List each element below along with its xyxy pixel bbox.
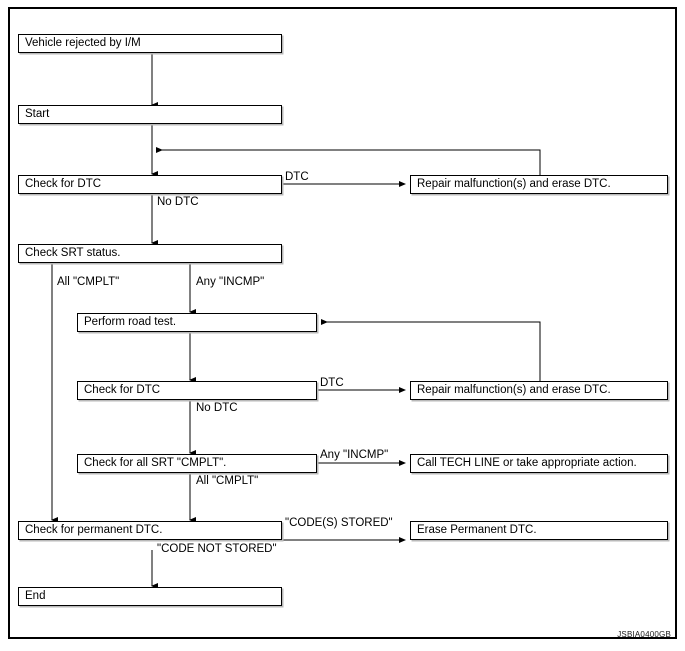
node-repair-malfunctions-2[interactable]: Repair malfunction(s) and erase DTC. [410, 381, 668, 400]
node-label: Call TECH LINE or take appropriate actio… [417, 456, 637, 469]
figure-border [8, 7, 677, 639]
node-perform-road-test[interactable]: Perform road test. [77, 313, 317, 332]
node-end[interactable]: End [18, 587, 282, 606]
node-check-dtc-1[interactable]: Check for DTC [18, 175, 282, 194]
edge-label-any-incmp-1: Any "INCMP" [196, 276, 265, 288]
node-label: Start [25, 107, 50, 120]
edge-label-no-dtc-2: No DTC [196, 402, 238, 414]
edge-label-any-incmp-2: Any "INCMP" [320, 449, 389, 461]
figure-id-code: JSBIA0400GB [617, 630, 671, 639]
node-label: Check for permanent DTC. [25, 523, 163, 536]
node-label: Check SRT status. [25, 246, 121, 259]
node-label: Check for DTC [25, 177, 102, 190]
node-label: Check for DTC [84, 383, 161, 396]
node-check-all-srt-cmplt[interactable]: Check for all SRT "CMPLT". [77, 454, 317, 473]
node-label: Perform road test. [84, 315, 177, 328]
node-check-dtc-2[interactable]: Check for DTC [77, 381, 317, 400]
node-repair-malfunctions-1[interactable]: Repair malfunction(s) and erase DTC. [410, 175, 668, 194]
node-vehicle-rejected[interactable]: Vehicle rejected by I/M [18, 34, 282, 53]
edge-label-codes-stored: "CODE(S) STORED" [285, 517, 393, 529]
node-start[interactable]: Start [18, 105, 282, 124]
node-label: Vehicle rejected by I/M [25, 36, 141, 49]
edge-label-dtc-1: DTC [285, 171, 309, 183]
edge-label-no-dtc-1: No DTC [157, 196, 199, 208]
edge-label-all-cmplt-1: All "CMPLT" [57, 276, 120, 288]
node-label: Erase Permanent DTC. [417, 523, 537, 536]
node-call-tech-line[interactable]: Call TECH LINE or take appropriate actio… [410, 454, 668, 473]
edge-label-code-not-stored: "CODE NOT STORED" [157, 543, 277, 555]
edge-label-all-cmplt-2: All "CMPLT" [196, 475, 259, 487]
node-label: Repair malfunction(s) and erase DTC. [417, 383, 611, 396]
node-label: Repair malfunction(s) and erase DTC. [417, 177, 611, 190]
node-label: Check for all SRT "CMPLT". [84, 456, 227, 469]
node-erase-permanent-dtc[interactable]: Erase Permanent DTC. [410, 521, 668, 540]
edge-label-dtc-2: DTC [320, 377, 344, 389]
node-check-permanent-dtc[interactable]: Check for permanent DTC. [18, 521, 282, 540]
node-label: End [25, 589, 46, 602]
node-check-srt-status[interactable]: Check SRT status. [18, 244, 282, 263]
